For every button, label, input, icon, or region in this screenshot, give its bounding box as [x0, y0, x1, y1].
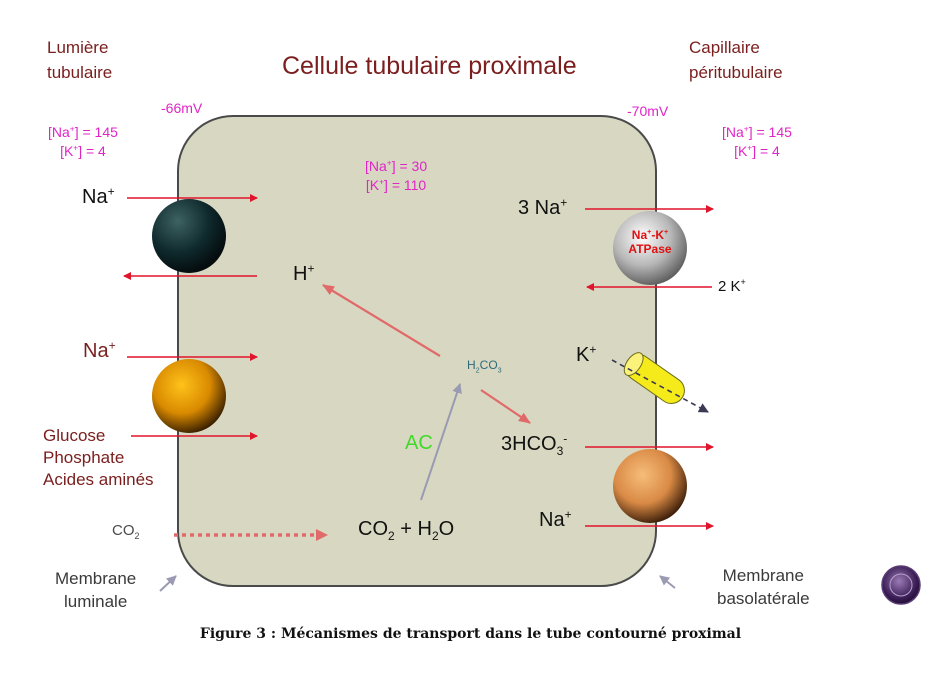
co2-h2o-label: CO2 + H2O: [358, 518, 455, 543]
left-potential: -66mV: [161, 100, 203, 116]
diagram-title: Cellule tubulaire proximale: [282, 52, 577, 80]
ion-na-baso: Na+: [539, 507, 572, 531]
solute-glucose: Glucose: [43, 426, 106, 445]
arrow-membrane-luminal: [159, 575, 177, 592]
cotransported-solutes: Glucose Phosphate Acides aminés: [43, 425, 154, 491]
arrow-k-leak: [611, 359, 709, 413]
figure-caption: Figure 3 : Mécanismes de transport dans …: [199, 626, 742, 642]
ion-k: K+: [576, 342, 597, 366]
right-region-label: Capillaire péritubulaire: [689, 38, 783, 82]
lumen-na-conc: [Na+] = 145: [48, 123, 118, 140]
arrow-h2co3-to-hco3: [480, 389, 531, 424]
right-region-line1: Capillaire: [689, 38, 760, 57]
lumen-concentrations: [Na+] = 145 [K+] = 4: [48, 124, 118, 159]
left-region-line2: tubulaire: [47, 62, 113, 82]
ion-na-top: Na+: [82, 184, 115, 208]
solute-amino-acids: Acides aminés: [43, 470, 154, 490]
solute-phosphate: Phosphate: [43, 448, 125, 468]
ion-2k: 2 K+: [718, 277, 746, 296]
h2co3-label: H2CO3: [467, 358, 502, 375]
membrane-luminal-label: Membrane luminale: [55, 569, 137, 611]
ion-na-mid: Na+: [83, 338, 116, 362]
left-region-line1: Lumière: [47, 38, 109, 57]
ion-3na: 3 Na+: [518, 195, 568, 219]
na-k-atpase-pump: [613, 211, 687, 285]
cell-k-conc: [K+] = 110: [365, 176, 427, 194]
co2-lumen: CO2: [112, 522, 140, 541]
ion-3hco3: 3HCO3-: [501, 431, 568, 458]
arrow-membrane-basolateral: [659, 575, 676, 589]
right-region-line2: péritubulaire: [689, 62, 783, 82]
na-k-atpase-label: Na+-K+ ATPase: [628, 227, 672, 256]
carbonic-anhydrase-label: AC: [405, 432, 433, 454]
arrow-h2co3-to-h: [322, 284, 441, 357]
na-hco3-cotransporter: [613, 449, 687, 523]
ion-h: H+: [293, 261, 315, 285]
capillary-k-conc: [K+] = 4: [734, 142, 780, 160]
cell-na-conc: [Na+] = 30: [365, 157, 428, 174]
cell-concentrations: [Na+] = 30 [K+] = 110: [365, 158, 427, 193]
arrow-co2-diffusion-head: [316, 529, 328, 541]
membrane-basolateral-label: Membrane basolatérale: [717, 566, 810, 608]
capillary-na-conc: [Na+] = 145: [722, 123, 792, 140]
proximal-tubule-cell: [177, 115, 657, 587]
lumen-k-conc: [K+] = 4: [60, 142, 106, 160]
university-logo: [881, 565, 921, 605]
left-region-label: Lumière tubulaire: [47, 38, 112, 82]
arrow-co2-to-h2co3: [420, 383, 462, 501]
capillary-concentrations: [Na+] = 145 [K+] = 4: [722, 124, 792, 159]
na-cotransporter-luminal: [152, 359, 226, 433]
na-channel-luminal: [152, 199, 226, 273]
right-potential: -70mV: [627, 103, 669, 119]
